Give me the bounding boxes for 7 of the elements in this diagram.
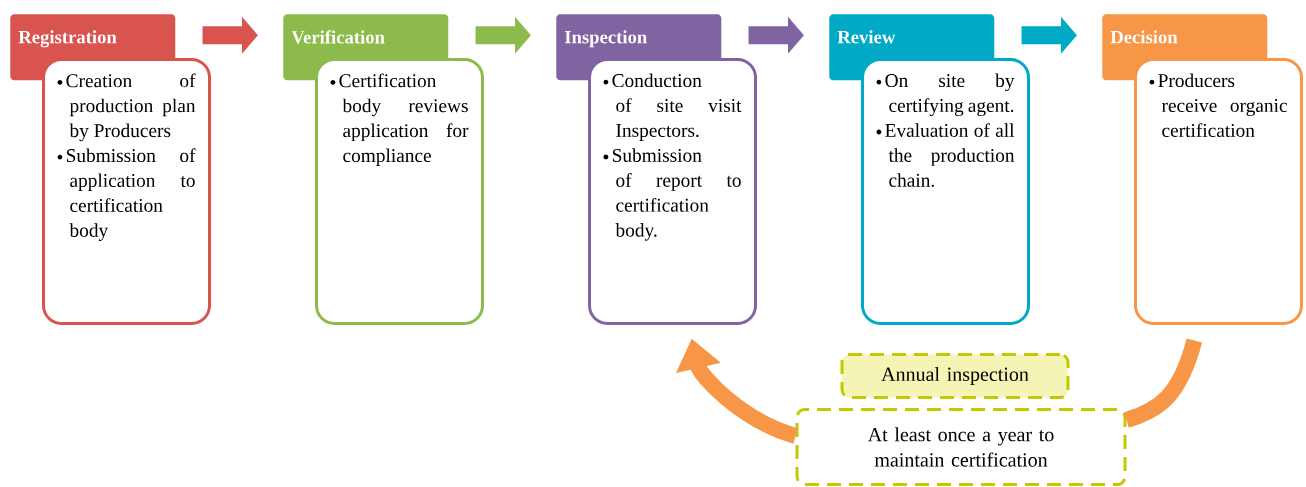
step-card: Certification body reviews application for compliance [315, 58, 484, 325]
step-card: Conduction of site visit Inspectors. Submission of report to certification body. [588, 58, 757, 325]
step-card: On site by certifying agent. Evaluation of all the production chain. [861, 58, 1030, 325]
annual-inspection-box: Annual inspection [840, 353, 1070, 399]
note-box: At least once a year to maintain certification [795, 408, 1127, 486]
step-card: Producers receive organic certification [1134, 58, 1303, 325]
step-card: Creation of production plan by Producers Submission of application to certification body [42, 58, 211, 325]
